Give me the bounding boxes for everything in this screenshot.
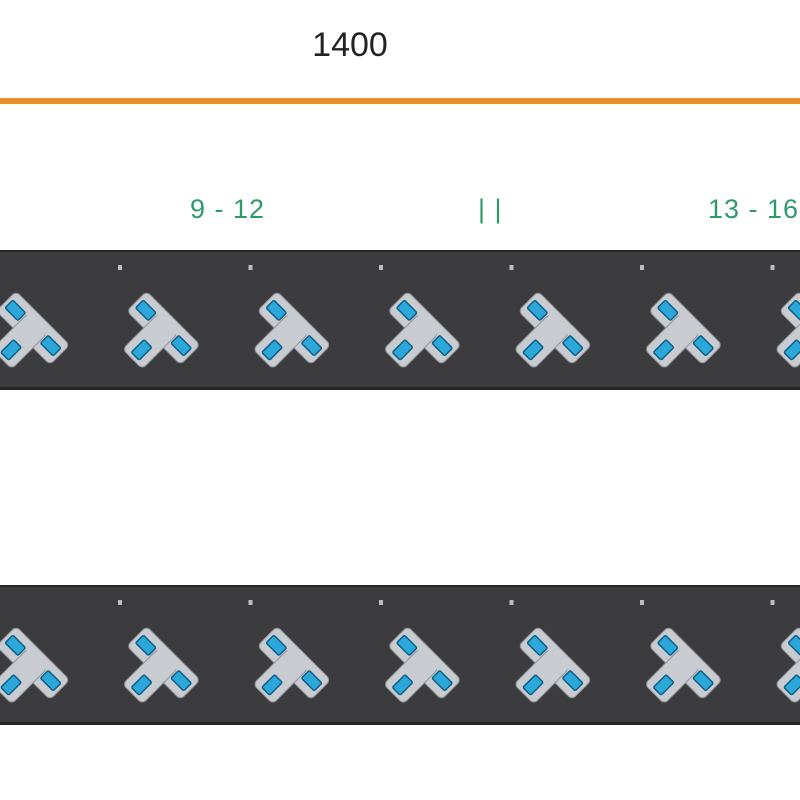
power-strip-upper-socket-3 — [254, 292, 330, 368]
power-strip-lower-socket-1 — [0, 627, 69, 703]
group-label-13-16: 13 - 16 — [708, 194, 800, 224]
power-strip-lower-indicator-2 — [248, 600, 253, 605]
power-strip-upper-indicator-6 — [770, 265, 775, 270]
power-strip-lower-socket-3 — [254, 627, 330, 703]
power-strip-upper-socket-5 — [515, 292, 591, 368]
power-strip-lower-outlets — [0, 600, 800, 703]
power-strip-upper-outlets — [0, 265, 800, 368]
dimension-label: 1400 — [312, 26, 388, 64]
power-strip-lower-socket-4 — [385, 627, 460, 703]
power-strip-upper-socket-4 — [385, 292, 460, 368]
group-label-9-12: 9 - 12 — [190, 194, 266, 224]
power-strip-lower-indicator-3 — [379, 600, 383, 605]
power-strip-upper-indicator-5 — [640, 265, 644, 270]
power-strip-upper-socket-1 — [0, 292, 69, 368]
power-strip-lower — [0, 585, 800, 725]
power-strip-upper-indicator-1 — [118, 265, 122, 270]
power-strip-upper-indicator-4 — [509, 265, 514, 270]
power-strip-lower-socket-5 — [515, 627, 591, 703]
power-strip-upper-indicator-3 — [379, 265, 383, 270]
power-strip-lower-socket-2 — [124, 627, 199, 703]
dimension-line — [0, 98, 800, 104]
power-strip-lower-socket-7 — [776, 627, 800, 703]
power-strip-upper-socket-6 — [646, 292, 721, 368]
power-strip-lower-indicator-6 — [770, 600, 775, 605]
power-strip-upper-socket-7 — [776, 292, 800, 368]
power-strip-lower-indicator-1 — [118, 600, 122, 605]
group-divider-label: | | — [478, 194, 503, 224]
power-strip-lower-indicator-4 — [509, 600, 514, 605]
power-strip-upper-socket-2 — [124, 292, 199, 368]
power-strip-upper-indicator-2 — [248, 265, 253, 270]
power-strip-upper — [0, 250, 800, 390]
power-strip-lower-socket-6 — [646, 627, 721, 703]
power-strip-lower-indicator-5 — [640, 600, 644, 605]
